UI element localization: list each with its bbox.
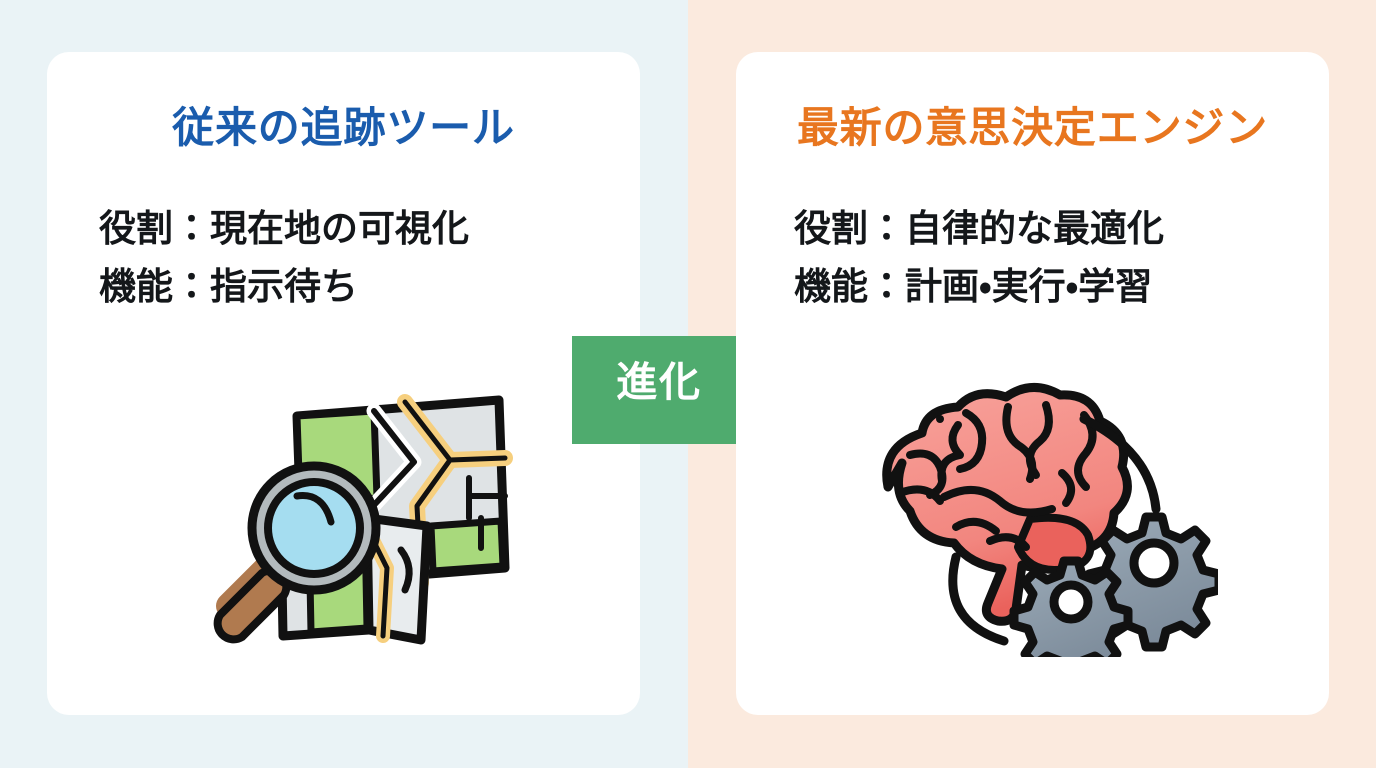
legacy-card-line-role: 役割：現在地の可視化 [99, 208, 469, 249]
legacy-card-text-block: 役割：現在地の可視化 機能：指示待ち [99, 200, 612, 317]
decision-engine-text-block: 役割：自律的な最適化 機能：計画・実行・学習 [794, 200, 1301, 317]
legacy-tracking-card[interactable]: 従来の追跡ツール 役割：現在地の可視化 機能：指示待ち [47, 52, 640, 715]
decision-engine-card[interactable]: 最新の意思決定エンジン 役割：自律的な最適化 機能：計画・実行・学習 [736, 52, 1329, 715]
map-with-magnifier-icon [213, 394, 513, 645]
legacy-card-line-function: 機能：指示待ち [99, 266, 358, 308]
decision-engine-line-role: 役割：自律的な最適化 [794, 208, 1164, 249]
legacy-card-title: 従来の追跡ツール [172, 104, 515, 151]
gear-small-icon [1009, 556, 1132, 657]
brain-with-gears-icon [881, 383, 1218, 657]
decision-engine-line-function: 機能：計画・実行・学習 [794, 266, 1153, 308]
decision-engine-card-title: 最新の意思決定エンジン [796, 104, 1269, 151]
legacy-card-illustration [47, 348, 640, 678]
decision-engine-illustration [736, 352, 1329, 682]
